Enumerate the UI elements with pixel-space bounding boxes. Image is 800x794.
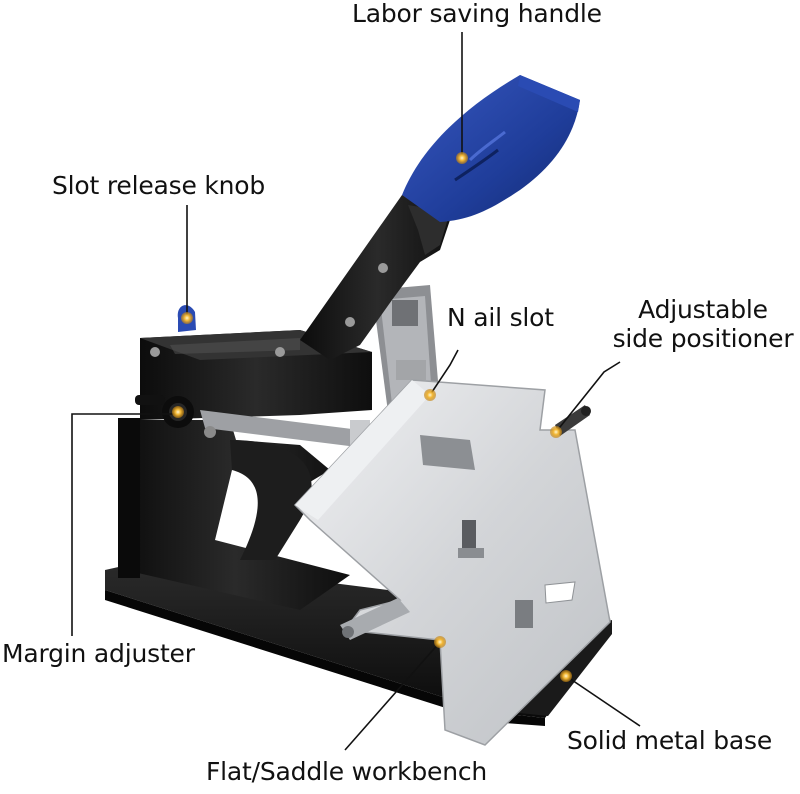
callout-lines <box>71 32 641 751</box>
label-labor-saving-handle: Labor saving handle <box>352 0 602 28</box>
label-adjustable-side-positioner: Adjustable side positioner <box>606 295 800 354</box>
label-positioner-line2: side positioner <box>612 323 794 353</box>
label-margin-adjuster: Margin adjuster <box>2 639 195 668</box>
callout-dots <box>172 152 572 682</box>
label-positioner-line1: Adjustable <box>638 295 768 324</box>
handle-grip <box>402 75 580 222</box>
label-slot-release-knob: Slot release knob <box>52 171 266 200</box>
saddle-workbench <box>293 379 611 746</box>
label-nail-slot: N ail slot <box>447 303 554 332</box>
stapler-body <box>118 418 350 610</box>
label-flat-saddle-workbench: Flat/Saddle workbench <box>206 757 488 786</box>
label-solid-metal-base: Solid metal base <box>567 726 773 755</box>
